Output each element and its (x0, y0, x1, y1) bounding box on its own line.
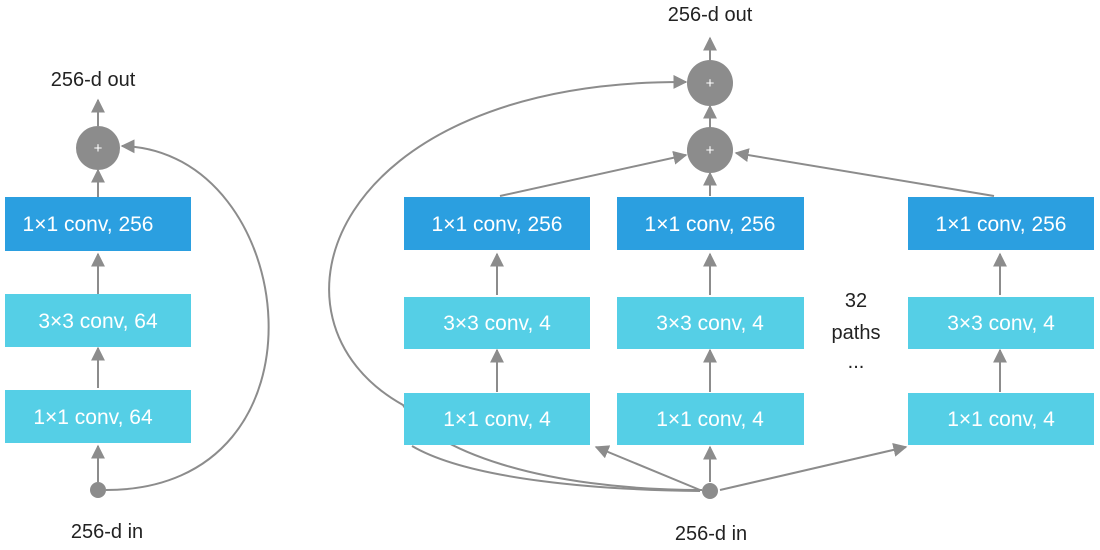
left-conv1-box (5, 390, 191, 443)
left-output-label: 256-d out (51, 69, 136, 91)
p2-conv3-box (617, 197, 804, 250)
left-block: 1×1 conv, 64 3×3 conv, 64 1×1 conv, 256 … (5, 69, 270, 543)
p1-to-sum (499, 150, 688, 197)
p3-conv1-label: 1×1 conv, 4 (947, 408, 1055, 431)
paths-ellipsis: ... (848, 351, 865, 373)
p3-conv3-box (908, 197, 1094, 250)
p1-conv1-label: 1×1 conv, 4 (443, 408, 551, 431)
arrow-in-to-path3 (719, 443, 908, 491)
p1-conv3-box (404, 197, 590, 250)
right-sum-symbol-shortcut: + (706, 75, 715, 92)
right-block: 1×1 conv, 4 3×3 conv, 4 1×1 conv, 256 1×… (328, 4, 1094, 545)
p2-conv2-box (617, 297, 804, 349)
left-conv3-box (5, 197, 191, 251)
left-arrows (91, 98, 270, 491)
p2-conv1-label: 1×1 conv, 4 (656, 408, 764, 431)
left-sum-node (76, 126, 120, 170)
p3-conv2-label: 3×3 conv, 4 (947, 312, 1055, 335)
p2-conv3-label: 1×1 conv, 256 (645, 213, 776, 236)
right-sum-node-aggregate (687, 127, 733, 173)
left-conv3-label: 1×1 conv, 256 (23, 213, 154, 236)
right-input-label: 256-d in (675, 523, 747, 545)
left-conv1-label: 1×1 conv, 64 (33, 406, 153, 429)
right-output-label: 256-d out (668, 4, 753, 26)
p1-conv3-label: 1×1 conv, 256 (432, 213, 563, 236)
arrow-in-to-path1 (411, 445, 701, 492)
shortcut-arrow (105, 139, 270, 491)
p1-conv2-box (404, 297, 590, 349)
p3-to-sum (734, 148, 995, 197)
arrow-in-to-path1b (594, 445, 701, 491)
p1-conv2-label: 3×3 conv, 4 (443, 312, 551, 335)
left-input-label: 256-d in (71, 521, 143, 543)
paths-count-label: 32 (845, 290, 867, 312)
p2-conv1-box (617, 393, 804, 445)
paths-word-label: paths (832, 322, 881, 344)
right-sum-node-shortcut (687, 60, 733, 106)
left-conv2-box (5, 294, 191, 347)
p2-conv2-label: 3×3 conv, 4 (656, 312, 764, 335)
p3-conv3-label: 1×1 conv, 256 (936, 213, 1067, 236)
p3-conv1-box (908, 393, 1094, 445)
p1-conv1-box (404, 393, 590, 445)
left-conv2-label: 3×3 conv, 64 (38, 310, 158, 333)
p3-conv2-box (908, 297, 1094, 349)
left-input-node (90, 482, 106, 498)
right-input-node (702, 483, 718, 499)
right-arrows (328, 36, 1007, 492)
right-sum-symbol-aggregate: + (706, 142, 715, 159)
left-sum-symbol: + (94, 140, 103, 157)
right-shortcut-arrow (328, 74, 703, 491)
